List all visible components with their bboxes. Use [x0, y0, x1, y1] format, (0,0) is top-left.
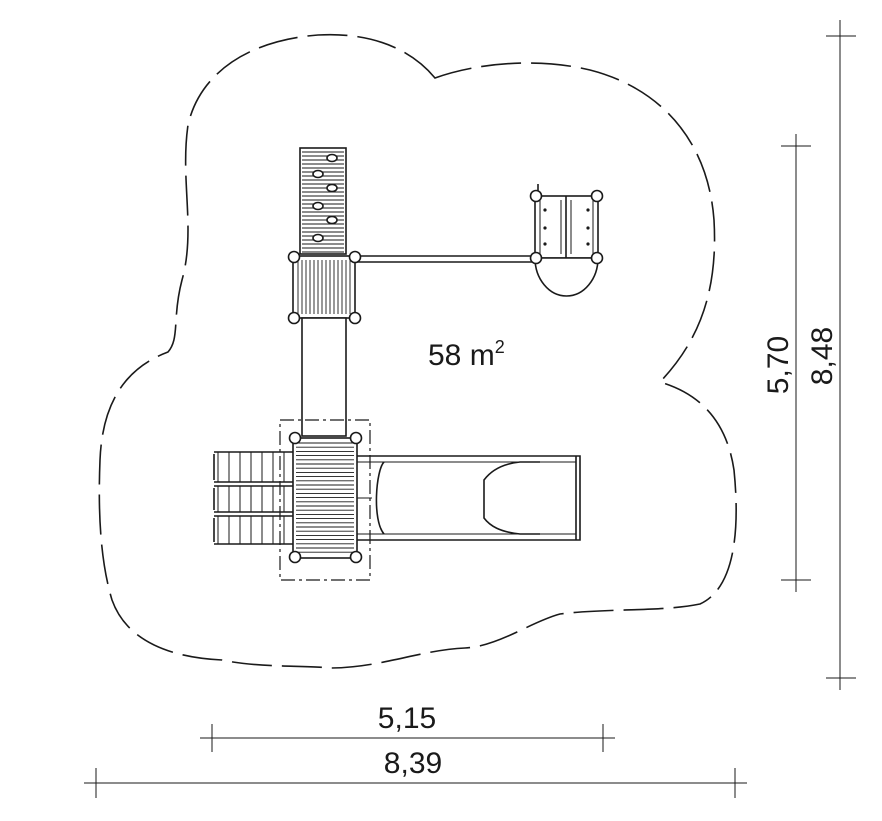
connecting-beam	[356, 255, 533, 263]
bolt-dot	[586, 208, 590, 212]
post	[529, 251, 543, 265]
bolt-dot	[586, 226, 590, 230]
dimension-inner-width: 5,15	[200, 702, 615, 752]
post	[288, 550, 302, 564]
bolt-dot	[543, 226, 547, 230]
climbing-hold	[326, 153, 338, 163]
bolt-dot	[586, 242, 590, 246]
climbing-wall	[299, 147, 347, 255]
post	[288, 431, 302, 445]
tower-footprint	[279, 419, 371, 581]
posts	[287, 189, 604, 564]
slide	[357, 455, 581, 541]
climbing-hold	[312, 169, 324, 179]
inner-height-label: 5,70	[762, 336, 795, 394]
dimension-outer-height: 8,48	[806, 20, 856, 690]
post	[348, 250, 362, 264]
bolt-dot	[543, 208, 547, 212]
outer-height-label: 8,48	[806, 327, 839, 385]
climbing-hold	[312, 201, 324, 211]
dimension-inner-height: 5,70	[762, 134, 811, 592]
dimension-outer-width: 8,39	[84, 747, 747, 798]
post	[590, 251, 604, 265]
post	[590, 189, 604, 203]
post	[287, 311, 301, 325]
post	[349, 550, 363, 564]
inner-width-label: 5,15	[378, 702, 436, 735]
post	[287, 250, 301, 264]
upper-platform	[292, 255, 356, 319]
ladder	[213, 451, 293, 545]
lower-platform	[292, 437, 358, 559]
climbing-hold	[326, 215, 338, 225]
area-label: 58 m2	[428, 337, 505, 372]
post	[529, 189, 543, 203]
safety-zone-outline	[98, 33, 737, 669]
post	[348, 311, 362, 325]
climbing-hold	[326, 183, 338, 193]
bolt-dot	[543, 242, 547, 246]
connecting-ramp	[301, 317, 347, 437]
climbing-hold	[312, 233, 324, 243]
swing-unit	[534, 184, 599, 297]
post	[349, 431, 363, 445]
outer-width-label: 8,39	[384, 747, 442, 780]
